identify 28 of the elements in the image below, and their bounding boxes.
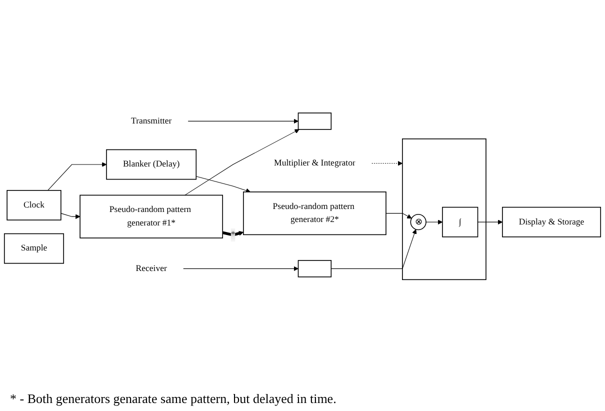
node-box: Sample (4, 232, 64, 264)
node-box (298, 112, 332, 130)
node-box: Clock (6, 190, 62, 220)
arrow (330, 228, 417, 268)
node-circle: ⊗ (410, 214, 426, 230)
arrow (183, 266, 298, 271)
arrow (184, 128, 300, 196)
arrow (386, 212, 412, 218)
node-box: Pseudo-random pattern generator #2* (243, 191, 386, 235)
arrow (222, 230, 244, 236)
node-box: Display & Storage (502, 206, 602, 237)
cluster (402, 138, 486, 280)
node-box (298, 260, 332, 277)
arrow (426, 219, 443, 224)
node-text: Multiplier & Integrator (274, 158, 356, 168)
arrow (477, 219, 503, 224)
footnote: * - Both generators genarate same pattern, but delayed in time. (10, 391, 338, 407)
arrow (372, 160, 403, 166)
edge-label: * (230, 230, 236, 239)
arrow (60, 212, 80, 219)
node-text: Receiver (136, 263, 167, 273)
arrow (47, 162, 107, 190)
arrow (196, 176, 251, 192)
node-box: ∫ (442, 206, 478, 237)
node-box: Pseudo-random pattern generator #1* (80, 194, 223, 238)
node-text: Transmitter (131, 116, 172, 126)
node-box: Blanker (Delay) (106, 148, 197, 180)
arrow (188, 118, 298, 124)
